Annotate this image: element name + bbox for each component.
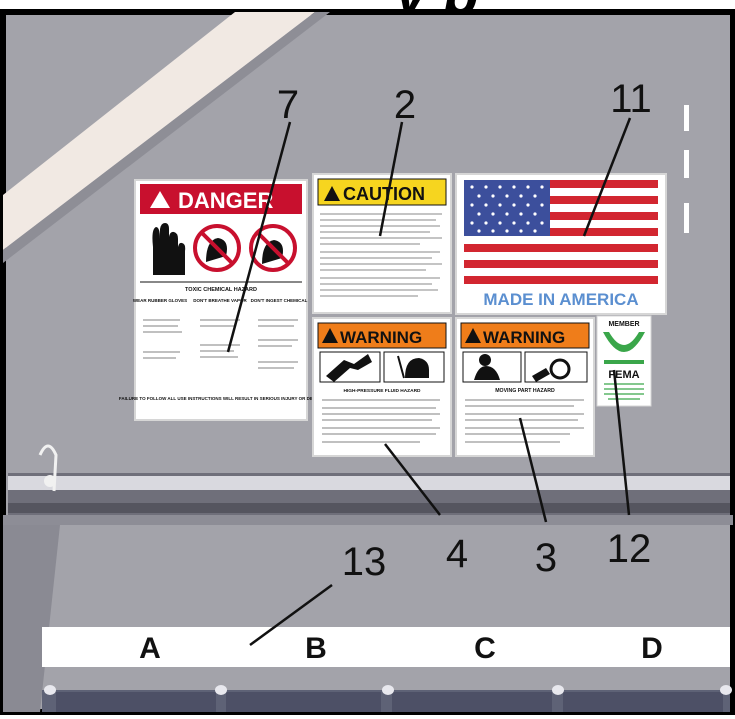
column-label-b: B — [305, 632, 327, 665]
tube-rail — [3, 473, 733, 525]
column-label-a: A — [139, 632, 161, 665]
callout-11: 11 — [610, 77, 652, 121]
danger-decal: DANGER TOXIC CHEMICAL HAZARD WEAR RUBBER… — [119, 180, 323, 420]
danger-header: DANGER — [178, 188, 273, 213]
danger-col-3: DON'T INGEST CHEMICAL — [251, 298, 308, 303]
warning-decal-high-pressure: WARNING HIGH-PRESSURE FLUID HAZARD — [313, 318, 451, 456]
callout-3: 3 — [535, 536, 557, 580]
pin-head — [44, 475, 56, 487]
person-icon — [479, 354, 491, 366]
caution-header: CAUTION — [343, 184, 425, 204]
made-in-america-text: MADE IN AMERICA — [483, 290, 638, 309]
callout-4: 4 — [446, 532, 468, 576]
edge-marks — [684, 105, 689, 233]
fema-decal: MEMBER FEMA — [597, 316, 651, 406]
warning-left-title: HIGH-PRESSURE FLUID HAZARD — [343, 388, 421, 394]
danger-footer: FAILURE TO FOLLOW ALL USE INSTRUCTIONS W… — [119, 396, 323, 401]
warning-right-header: WARNING — [483, 328, 565, 347]
fema-top: MEMBER — [608, 321, 639, 328]
warning-left-header: WARNING — [340, 328, 422, 347]
danger-col-1: WEAR RUBBER GLOVES — [133, 298, 187, 303]
callout-7: 7 — [277, 83, 299, 127]
column-label-d: D — [641, 632, 663, 665]
column-label-c: C — [474, 632, 496, 665]
usa-flag-icon — [464, 180, 658, 284]
danger-col-2: DON'T BREATHE VAPOR — [193, 298, 247, 303]
callout-12: 12 — [607, 527, 652, 571]
flag-decal: MADE IN AMERICA — [456, 174, 666, 314]
caution-decal: CAUTION — [313, 174, 451, 313]
callout-2: 2 — [394, 83, 416, 127]
callout-13: 13 — [342, 540, 387, 584]
warning-right-title: MOVING PART HAZARD — [495, 388, 555, 394]
